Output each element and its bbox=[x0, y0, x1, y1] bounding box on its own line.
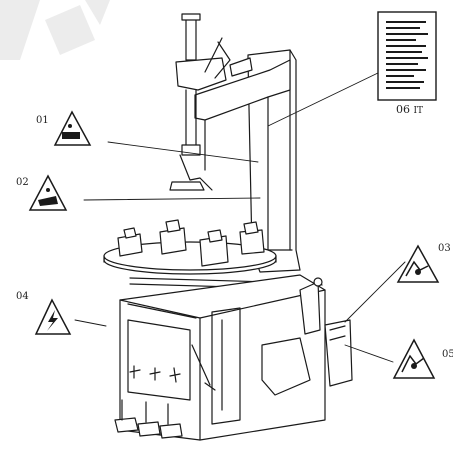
callout-05-warning-tyre-burst-icon bbox=[392, 338, 436, 379]
machine-body bbox=[114, 274, 326, 441]
horizontal-arm bbox=[194, 57, 291, 251]
clamp-jaws bbox=[117, 219, 265, 267]
callout-label-05: 05 bbox=[442, 349, 453, 360]
callout-label-02: 02 bbox=[16, 177, 29, 188]
callout-06-instruction-manual-icon bbox=[377, 11, 437, 101]
tool-shaft bbox=[169, 13, 231, 191]
callout-01-warning-crush-icon bbox=[53, 110, 92, 146]
manual-code: 06 bbox=[396, 103, 410, 116]
callout-leader-lines bbox=[74, 71, 406, 363]
watermark bbox=[0, 0, 110, 60]
bead-breaker-arm bbox=[261, 277, 353, 396]
callout-label-04: 04 bbox=[16, 291, 29, 302]
callout-label-03: 03 bbox=[438, 243, 451, 254]
manual-label: 06 IT bbox=[396, 103, 423, 116]
callout-04-warning-electric-shock-icon bbox=[34, 298, 72, 335]
vertical-column bbox=[247, 49, 301, 273]
callout-02-warning-hand-crush-icon bbox=[28, 174, 68, 211]
callout-label-01: 01 bbox=[36, 115, 49, 126]
turntable bbox=[103, 241, 277, 275]
manual-lang: IT bbox=[413, 106, 424, 116]
callout-03-warning-tyre-burst-icon bbox=[396, 244, 440, 283]
